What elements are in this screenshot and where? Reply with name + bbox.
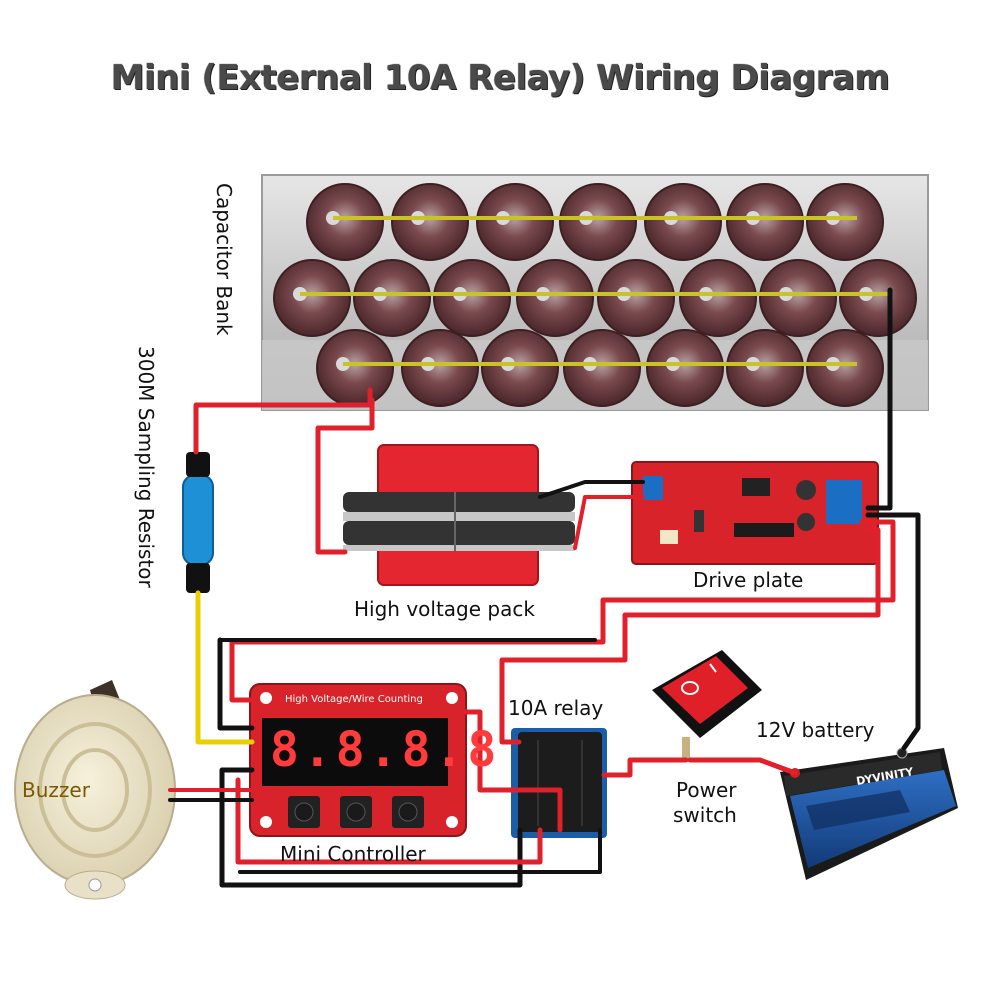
capacitor bbox=[597, 259, 675, 337]
capacitor bbox=[273, 259, 351, 337]
wires bbox=[168, 287, 921, 888]
label-drive-plate: Drive plate bbox=[693, 568, 804, 592]
relay-module bbox=[511, 728, 607, 838]
capacitor bbox=[644, 183, 722, 261]
capacitor bbox=[316, 329, 394, 407]
capacitor bbox=[726, 329, 804, 407]
capacitor-bank bbox=[261, 174, 929, 411]
power-switch bbox=[652, 650, 762, 761]
label-battery: 12V battery bbox=[756, 718, 875, 742]
capacitor bbox=[516, 259, 594, 337]
drive-plate bbox=[631, 461, 879, 565]
buzzer bbox=[14, 680, 176, 900]
capacitor bbox=[563, 329, 641, 407]
label-buzzer: Buzzer bbox=[22, 778, 90, 802]
controller-display: 8.8.8.8 bbox=[270, 722, 501, 778]
capacitor bbox=[353, 259, 431, 337]
capacitor bbox=[401, 329, 479, 407]
capacitor bbox=[759, 259, 837, 337]
capacitor bbox=[481, 329, 559, 407]
capacitor bbox=[839, 259, 917, 337]
mini-controller bbox=[249, 683, 467, 837]
label-relay: 10A relay bbox=[508, 696, 604, 720]
capacitor bbox=[476, 183, 554, 261]
capacitor bbox=[679, 259, 757, 337]
capacitor bbox=[726, 183, 804, 261]
label-high-voltage-pack: High voltage pack bbox=[354, 597, 535, 621]
controller-header: High Voltage/Wire Counting bbox=[285, 694, 423, 705]
capacitor bbox=[306, 183, 384, 261]
battery bbox=[780, 747, 958, 880]
capacitor bbox=[806, 329, 884, 407]
capacitor bbox=[806, 183, 884, 261]
label-controller: Mini Controller bbox=[280, 842, 426, 866]
capacitor bbox=[391, 183, 469, 261]
label-sampling-resistor: 300M Sampling Resistor bbox=[134, 346, 158, 588]
label-power-switch-line1: Power bbox=[676, 778, 737, 802]
high-voltage-pack bbox=[343, 444, 575, 586]
capacitor bbox=[433, 259, 511, 337]
sampling-resistor bbox=[182, 452, 214, 593]
label-capacitor-bank: Capacitor Bank bbox=[212, 183, 236, 336]
diagram-title: Mini (External 10A Relay) Wiring Diagram bbox=[110, 58, 890, 98]
capacitor bbox=[559, 183, 637, 261]
label-power-switch-line2: switch bbox=[673, 803, 737, 827]
capacitor bbox=[646, 329, 724, 407]
